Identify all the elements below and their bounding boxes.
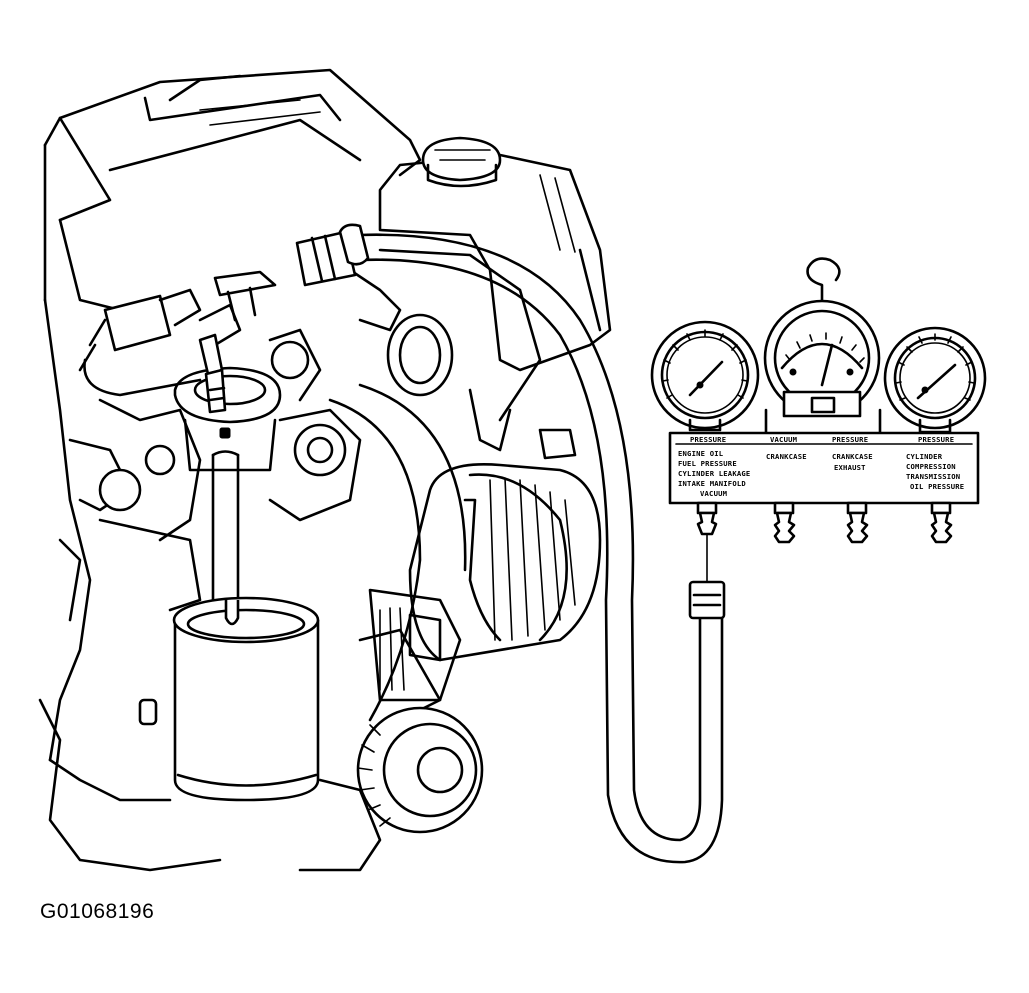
- hose-barb-3: [846, 501, 869, 544]
- drain-container: [172, 596, 320, 802]
- plate-item: INTAKE MANIFOLD: [678, 479, 746, 488]
- plate-item: VACUUM: [700, 489, 728, 498]
- hose-barb-4: [930, 501, 953, 544]
- plate-item: CYLINDER LEAKAGE: [678, 469, 750, 478]
- gauge-set: PRESSURE VACUUM PRESSURE PRESSURE ENGINE…: [650, 257, 987, 544]
- gauge-hose: [358, 233, 724, 864]
- pressure-gauge-left: [650, 320, 760, 432]
- hose-barb-fittings: [696, 501, 953, 544]
- engine-block: [38, 68, 612, 872]
- hose-barb-1: [696, 501, 718, 536]
- plate-header-1: PRESSURE: [690, 435, 726, 444]
- gauge-plate-labels: PRESSURE VACUUM PRESSURE PRESSURE ENGINE…: [678, 435, 964, 498]
- plate-header-2: VACUUM: [770, 435, 798, 444]
- plate-item: OIL PRESSURE: [910, 482, 964, 491]
- hose-end-fitting: [688, 529, 726, 620]
- plate-item: FUEL PRESSURE: [678, 459, 737, 468]
- pressure-gauge-right: [883, 326, 987, 434]
- plate-item: COMPRESSION: [906, 462, 956, 471]
- engine-oil-filter: [356, 706, 484, 834]
- drain-hose: [211, 427, 240, 602]
- plate-item: CRANKCASE: [766, 452, 807, 461]
- plate-item: CYLINDER: [906, 452, 943, 461]
- plate-header-4: PRESSURE: [918, 435, 954, 444]
- figure-id-label: G01068196: [40, 900, 155, 923]
- quick-connect-fitting: [295, 223, 370, 287]
- plate-item: CRANKCASE: [832, 452, 873, 461]
- plate-item: EXHAUST: [834, 463, 866, 472]
- plate-header-3: PRESSURE: [832, 435, 868, 444]
- vacuum-gauge-center: [763, 299, 881, 418]
- plate-item: TRANSMISSION: [906, 472, 960, 481]
- plate-item: ENGINE OIL: [678, 449, 724, 458]
- hose-barb-2: [773, 501, 796, 544]
